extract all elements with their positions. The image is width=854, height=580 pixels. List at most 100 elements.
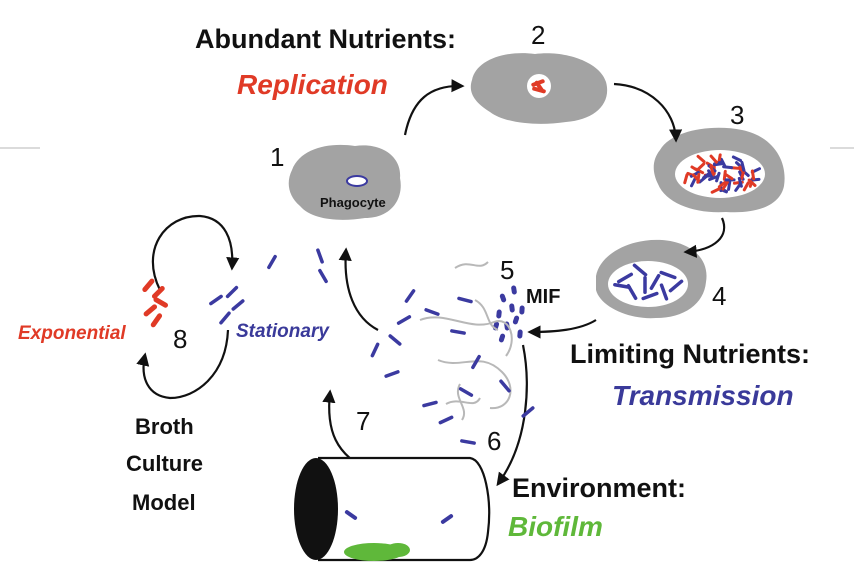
bacterium [721, 180, 729, 191]
bacterium [225, 285, 239, 299]
heading-biofilm: Biofilm [508, 511, 603, 542]
bacterium [709, 164, 715, 176]
step-number-3: 3 [730, 100, 744, 130]
step-number-6: 6 [487, 426, 501, 456]
bacterium [643, 276, 647, 294]
heading-environment: Environment: [512, 473, 686, 503]
bacterium [747, 178, 757, 187]
arrow-1-to-2 [403, 79, 465, 136]
arrow-3-to-4 [683, 217, 726, 258]
broth-label-line1: Broth [135, 414, 194, 439]
bacterium [458, 387, 474, 397]
bacterium [388, 334, 402, 346]
bacterium [384, 370, 400, 378]
bacterium [370, 342, 380, 358]
phagocyte-cell: Phagocyte [288, 144, 401, 220]
bacterium [710, 187, 721, 194]
bacterium [740, 169, 746, 180]
bacterium [707, 169, 714, 180]
bacterium [511, 285, 517, 295]
bacterium [659, 283, 669, 301]
bacterium [696, 172, 701, 184]
bacterium [521, 406, 535, 418]
bacterium [267, 254, 277, 270]
label-mif: MIF [526, 286, 560, 308]
bacterium [231, 299, 245, 311]
heading-transmission: Transmission [612, 380, 794, 411]
bacterium [737, 176, 743, 188]
bacterium [499, 379, 511, 393]
step-number-4: 4 [712, 281, 726, 311]
bacterium [668, 279, 684, 293]
bacterium [460, 439, 476, 445]
bacterium [709, 154, 718, 164]
heading-limiting-nutrients: Limiting Nutrients: [570, 339, 810, 369]
infected-cell-replicating [653, 127, 785, 213]
step-number-7: 7 [356, 406, 370, 436]
bacterium [512, 315, 520, 325]
bacterium [740, 160, 746, 172]
bacterium [517, 329, 523, 339]
heading-abundant-nutrients: Abundant Nutrients: [195, 24, 456, 54]
bacterium [696, 154, 706, 164]
bacterium [723, 172, 734, 181]
bacterium [471, 354, 481, 370]
bacterium [219, 311, 231, 325]
bacterium [713, 160, 724, 166]
step-number-8: 8 [173, 324, 187, 354]
arrow-4-to-5 [527, 319, 597, 339]
free-bacteria [209, 248, 535, 445]
infected-cell-transmissive [596, 239, 707, 319]
biofilm-pipe [294, 456, 491, 562]
broth-label-line3: Model [132, 490, 196, 515]
bacterium [641, 291, 659, 301]
broth-label-line2: Culture [126, 451, 203, 476]
exponential-bacteria-cluster [142, 278, 169, 328]
arrow-broth-bottom [136, 329, 230, 400]
bacterium [450, 329, 466, 335]
bacterium [696, 162, 706, 171]
bacterium [499, 293, 507, 303]
step-number-1: 1 [270, 142, 284, 172]
step-number-5: 5 [500, 255, 514, 285]
bacterium [632, 263, 648, 277]
bacterium [708, 175, 719, 182]
bacterium [742, 181, 750, 192]
bacterium [404, 289, 416, 303]
mif-bacteria-cluster [492, 285, 525, 343]
bacterium [498, 333, 506, 343]
bacterium [649, 273, 661, 291]
arrow-2-to-3 [613, 82, 683, 143]
label-exponential: Exponential [18, 323, 126, 344]
bacterium [690, 177, 697, 188]
heading-replication: Replication [237, 69, 388, 100]
bacterium [659, 270, 677, 280]
bacterium [613, 282, 631, 290]
bacterium [715, 171, 721, 183]
bacterium [717, 180, 728, 189]
bacterium [209, 294, 223, 306]
bacterium [438, 415, 454, 425]
step-number-2: 2 [531, 20, 545, 50]
bacterium [396, 315, 412, 325]
arrow-broth-top [151, 214, 240, 291]
bacterium [731, 155, 743, 163]
arrow-5-to-6 [496, 344, 528, 487]
bacterium [683, 173, 689, 185]
bacterium [519, 305, 525, 315]
label-stationary: Stationary [236, 321, 330, 342]
infected-cell-early [470, 53, 608, 124]
bacterium [316, 248, 324, 264]
bacterium [318, 268, 328, 284]
bacterium [750, 169, 756, 181]
bacterium [616, 272, 634, 284]
bacterium [496, 309, 502, 319]
bacterium [722, 165, 734, 170]
bacterium [509, 303, 515, 313]
cell-debris [419, 261, 513, 421]
bacterium [457, 296, 473, 304]
bacterium [422, 400, 438, 408]
arrow-to-phagocyte [338, 247, 379, 331]
phagocyte-label: Phagocyte [320, 195, 386, 210]
